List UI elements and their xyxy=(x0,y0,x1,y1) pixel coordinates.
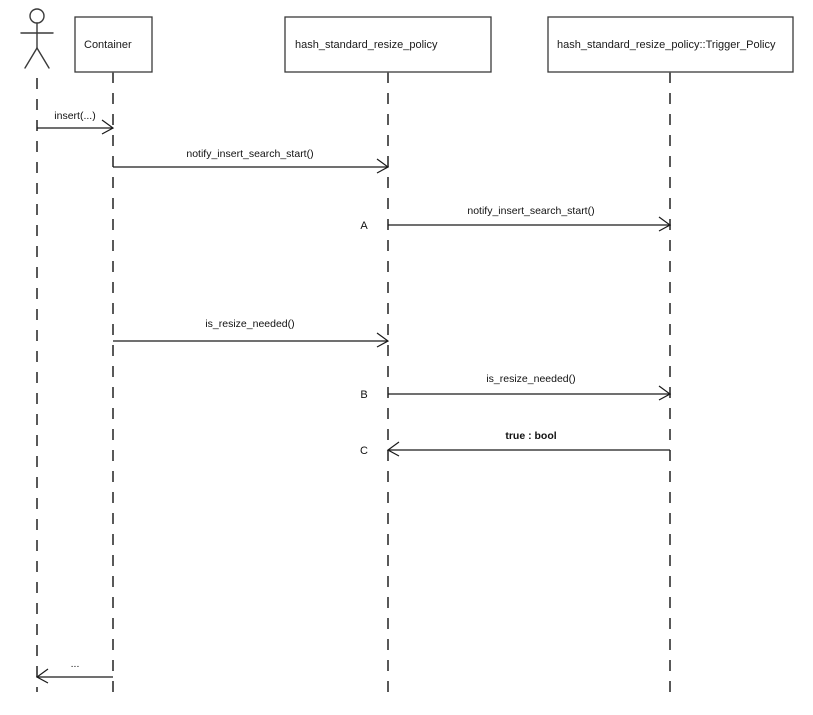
participant-label-resize-policy: hash_standard_resize_policy xyxy=(295,39,438,51)
message-label-is-resize-needed-2: is_resize_needed() xyxy=(486,373,575,385)
message-arrowhead xyxy=(35,668,49,684)
message-arrowhead xyxy=(101,119,115,135)
message-notify-insert-search-start-2[interactable]: notify_insert_search_start() A xyxy=(360,205,672,232)
participant-label-trigger-policy: hash_standard_resize_policy::Trigger_Pol… xyxy=(557,39,776,51)
message-label-return-true-bool: true : bool xyxy=(505,430,556,442)
message-is-resize-needed-1[interactable]: is_resize_needed() xyxy=(113,318,390,348)
message-insert[interactable]: insert(...) xyxy=(37,110,115,135)
message-label-insert: insert(...) xyxy=(54,110,95,122)
message-notify-insert-search-start-1[interactable]: notify_insert_search_start() xyxy=(113,148,390,174)
message-arrowhead xyxy=(376,332,390,348)
message-arrowhead xyxy=(658,385,672,401)
message-marker-c: C xyxy=(360,445,368,457)
message-arrowhead xyxy=(376,158,390,174)
participant-box-resize-policy[interactable] xyxy=(284,16,492,73)
message-return-ellipsis[interactable]: ... xyxy=(35,658,113,684)
participant-container[interactable]: Container xyxy=(74,16,153,73)
message-is-resize-needed-2[interactable]: is_resize_needed() B xyxy=(360,373,672,401)
message-marker-b: B xyxy=(360,389,367,401)
participant-label-container: Container xyxy=(84,39,132,51)
participant-trigger-policy[interactable]: hash_standard_resize_policy::Trigger_Pol… xyxy=(547,16,794,73)
message-label-notify-insert-search-start-2: notify_insert_search_start() xyxy=(467,205,594,217)
message-label-notify-insert-search-start-1: notify_insert_search_start() xyxy=(186,148,313,160)
message-label-is-resize-needed-1: is_resize_needed() xyxy=(205,318,294,330)
participant-box-container[interactable] xyxy=(74,16,153,73)
actor-left-leg-line xyxy=(24,47,38,69)
actor-head-icon xyxy=(29,8,45,24)
message-label-ellipsis: ... xyxy=(71,658,80,670)
message-arrowhead xyxy=(658,216,672,232)
message-return-true-bool[interactable]: true : bool C xyxy=(360,430,670,457)
message-marker-a: A xyxy=(360,220,368,232)
actor-right-leg-line xyxy=(36,47,50,69)
actor-figure xyxy=(20,8,54,69)
participant-box-trigger-policy[interactable] xyxy=(547,16,794,73)
message-arrowhead xyxy=(386,441,400,457)
participant-resize-policy[interactable]: hash_standard_resize_policy xyxy=(284,16,492,73)
